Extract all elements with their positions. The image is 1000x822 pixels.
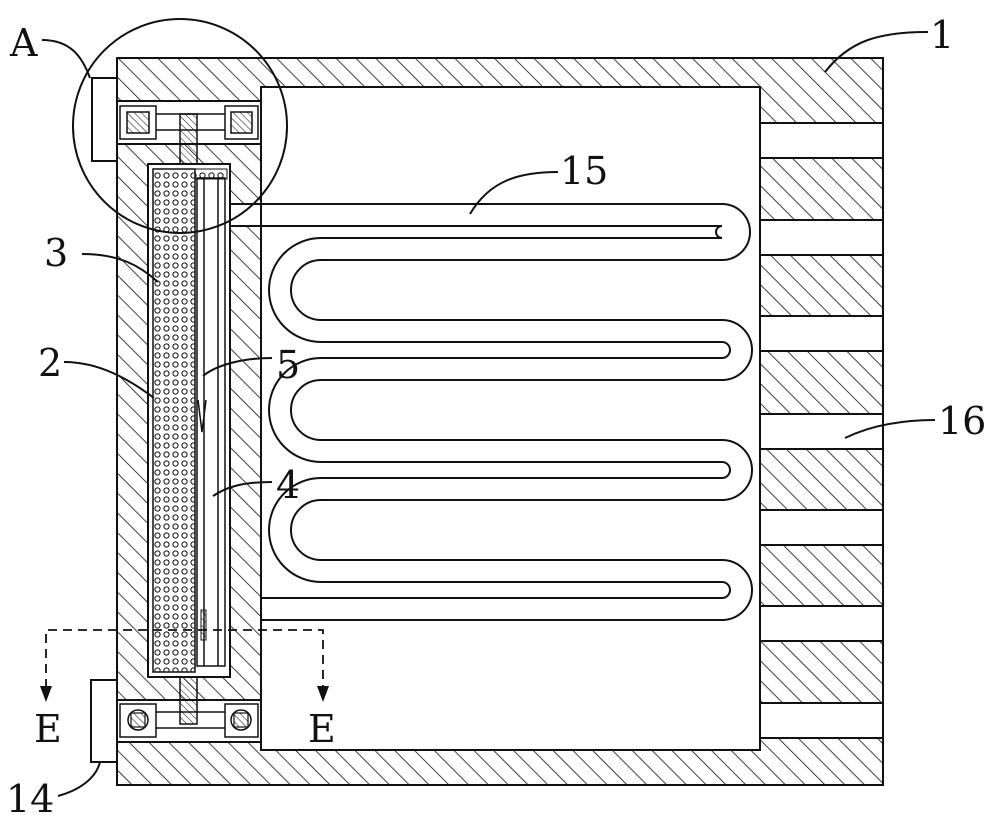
label-1: 1: [930, 13, 954, 57]
label-e-right: E: [308, 707, 336, 751]
label-4: 4: [276, 463, 300, 507]
section-line-e: [40, 629, 329, 702]
label-e-left: E: [34, 707, 62, 751]
upper-side-block: [91, 77, 118, 162]
serpentine-pipe-inner: [230, 225, 731, 599]
label-14: 14: [6, 777, 54, 821]
upper-mechanism: [116, 100, 262, 167]
housing: [116, 57, 884, 786]
label-16: 16: [938, 399, 986, 443]
label-a: A: [9, 21, 38, 65]
label-2: 2: [38, 341, 62, 385]
leader-lines: [41, 31, 936, 797]
filter-column: [147, 163, 231, 678]
label-3: 3: [44, 231, 68, 275]
lower-side-block: [90, 679, 118, 763]
lower-mechanism: [116, 671, 262, 743]
label-5: 5: [276, 343, 300, 387]
detail-circle-a: [72, 18, 288, 234]
serpentine-pipe: [230, 203, 753, 621]
label-15: 15: [560, 149, 608, 193]
